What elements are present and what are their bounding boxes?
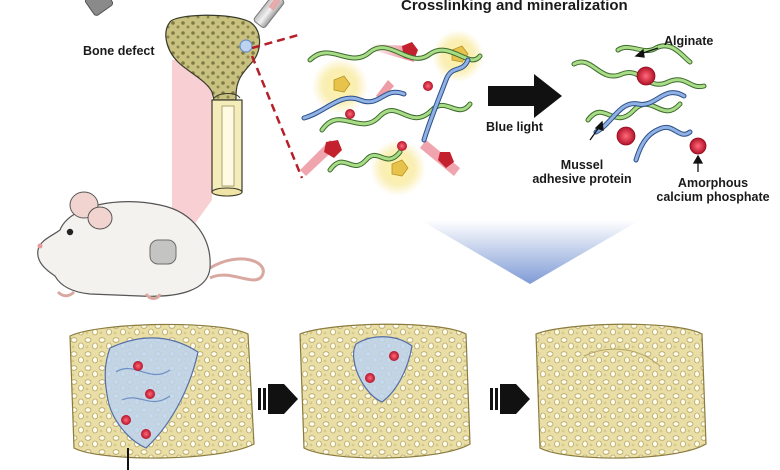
acp-line-2: calcium phosphate xyxy=(656,190,770,205)
bone-block-stage-1 xyxy=(69,323,255,470)
bone-defect-label: Bone defect xyxy=(83,44,155,58)
acp-line-1: Amorphous xyxy=(677,176,749,190)
process-arrow-icon xyxy=(488,74,562,118)
stage-arrow-2-icon xyxy=(490,384,530,414)
label-pointers xyxy=(589,47,704,172)
diagram-title: Crosslinking and mineralization xyxy=(401,0,628,14)
mixture-acp-dots xyxy=(345,81,433,151)
mixture-polymer-strands xyxy=(301,45,483,173)
acp-particle-icons xyxy=(616,66,707,155)
rat-illustration xyxy=(37,191,265,300)
acp-label: Amorphous calcium phosphate xyxy=(650,176,776,205)
blue-light-label: Blue light xyxy=(486,120,543,134)
stage-arrow-1-icon xyxy=(258,384,298,414)
bone-block-stage-2 xyxy=(299,323,471,459)
defect-site xyxy=(239,39,253,53)
light-source-icon xyxy=(84,0,114,16)
bone-block-stage-3 xyxy=(535,323,707,459)
mussel-protein-label: Mussel adhesive protein xyxy=(522,158,642,187)
crosslinked-network xyxy=(571,43,707,163)
downward-arrow-icon xyxy=(420,220,640,284)
mussel-line-2: adhesive protein xyxy=(532,172,632,187)
red-projection-beam xyxy=(172,60,212,255)
femur-bone xyxy=(165,14,261,197)
alginate-label: Alginate xyxy=(664,34,714,48)
mussel-line-1: Mussel xyxy=(560,158,604,172)
zoom-connector xyxy=(250,32,304,179)
